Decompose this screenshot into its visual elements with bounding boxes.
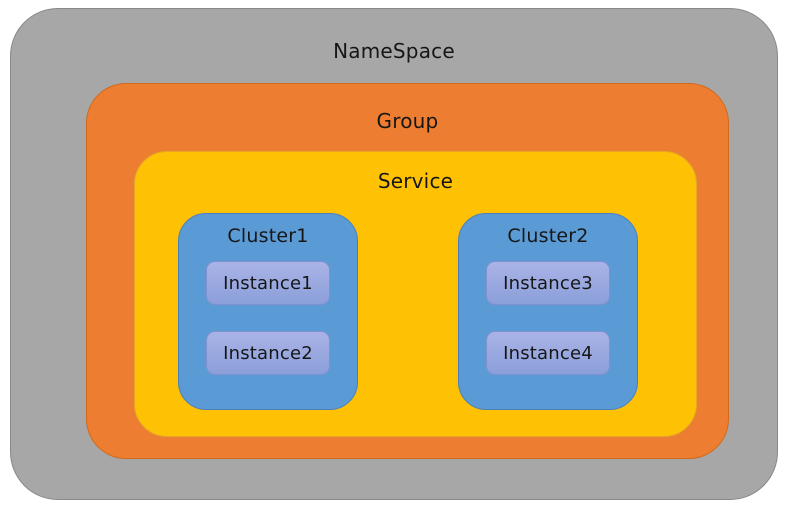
instance-2-label: Instance2 [223,342,313,364]
cluster-2-box: Cluster2 Instance3 Instance4 [458,213,638,410]
service-box: Service Cluster1 Instance1 Instance2 Clu… [134,151,697,437]
namespace-box: NameSpace Group Service Cluster1 Instanc… [10,8,778,500]
instance-4-chip: Instance4 [486,331,610,375]
group-label: Group [376,109,439,133]
namespace-label: NameSpace [333,39,455,63]
instance-2-chip: Instance2 [206,331,330,375]
instance-3-label: Instance3 [503,272,593,294]
instance-4-label: Instance4 [503,342,593,364]
instance-1-label: Instance1 [223,272,313,294]
cluster-1-box: Cluster1 Instance1 Instance2 [178,213,358,410]
cluster-2-label: Cluster2 [507,225,589,247]
group-box: Group Service Cluster1 Instance1 Instanc… [86,83,729,459]
instance-3-chip: Instance3 [486,261,610,305]
service-label: Service [377,169,454,193]
instance-1-chip: Instance1 [206,261,330,305]
cluster-1-label: Cluster1 [227,225,309,247]
